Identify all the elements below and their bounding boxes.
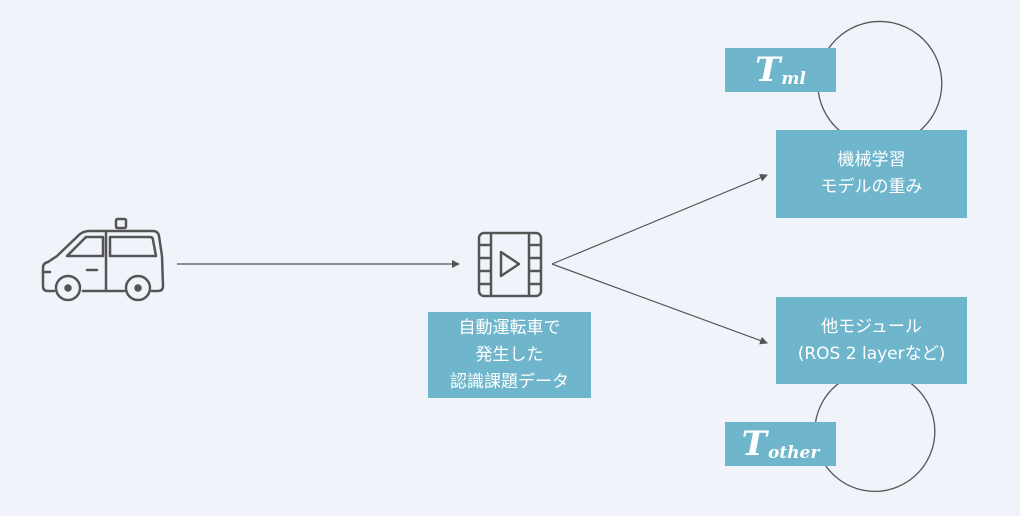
data-box: 自動運転車で 発生した 認識課題データ: [428, 312, 591, 398]
arrow-data-to-ml: [551, 173, 768, 265]
other-box-line-2: (ROS 2 layerなど): [797, 343, 946, 364]
other-module-box: 他モジュール (ROS 2 layerなど): [776, 297, 967, 384]
t-other-main: T: [741, 424, 767, 464]
data-box-line-2: 発生した: [475, 344, 544, 365]
arrow-data-to-other: [551, 263, 768, 345]
ml-model-box: 機械学習 モデルの重み: [776, 130, 967, 218]
data-box-line-3: 認識課題データ: [450, 371, 569, 392]
car-icon: [41, 217, 165, 302]
other-box-line-1: 他モジュール: [821, 316, 922, 337]
t-ml-main: T: [755, 50, 781, 90]
loop-arrow-other: [814, 367, 936, 492]
t-ml-sub: ml: [781, 68, 806, 89]
t-other-sub: other: [767, 442, 820, 463]
film-play-icon: [477, 231, 543, 298]
data-box-line-1: 自動運転車で: [458, 317, 561, 338]
loop-arrow-ml: [817, 20, 943, 147]
ml-box-line-1: 機械学習: [837, 150, 906, 170]
ml-box-line-2: モデルの重み: [820, 177, 923, 197]
